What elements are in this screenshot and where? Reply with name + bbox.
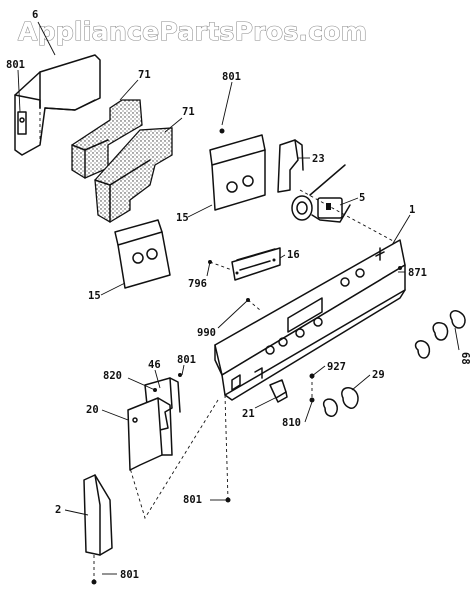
- callout-801-mid: 801: [177, 354, 196, 366]
- callout-71-lower: 71: [182, 106, 195, 118]
- callout-801-bottom: 801: [120, 569, 139, 581]
- callout-6: 6: [32, 9, 38, 21]
- watermark-text: AppliancePartsPros.com: [18, 17, 367, 46]
- callout-801-lower: 801: [183, 494, 202, 506]
- part-71-insulation-upper: [71, 99, 143, 179]
- callout-990: 990: [197, 327, 216, 339]
- alignment-lines: [39, 75, 396, 582]
- callout-1: 1: [409, 204, 415, 216]
- callout-2: 2: [55, 504, 61, 516]
- part-1-control-panel: [214, 239, 406, 401]
- part-16-control-board: [231, 247, 281, 281]
- callout-796: 796: [188, 278, 207, 290]
- callout-820: 820: [103, 370, 122, 382]
- callout-29: 29: [372, 369, 385, 381]
- part-15-bracket-upper: [209, 128, 266, 211]
- part-68-knobs: [414, 310, 466, 359]
- callout-5: 5: [359, 192, 365, 204]
- part-15-bracket-lower: [114, 219, 171, 289]
- callout-68: 68: [459, 352, 471, 365]
- callout-16: 16: [287, 249, 300, 261]
- callout-23: 23: [312, 153, 325, 165]
- part-71-insulation-lower: [94, 127, 173, 223]
- callout-801-upper: 801: [222, 71, 241, 83]
- callout-15-lower: 15: [88, 290, 101, 302]
- part-21-knob: [269, 379, 288, 403]
- part-20-end-bracket: [127, 397, 173, 471]
- leader-lines: [17, 21, 460, 575]
- callout-801-top-left: 801: [6, 59, 25, 71]
- part-2-side-trim: [83, 474, 113, 556]
- callout-15-upper: 15: [176, 212, 189, 224]
- callout-810: 810: [282, 417, 301, 429]
- callout-871: 871: [408, 267, 427, 279]
- callout-21: 21: [242, 408, 255, 420]
- callout-927: 927: [327, 361, 346, 373]
- part-6-cover-bracket: [14, 54, 101, 156]
- part-29-knob: [323, 387, 359, 417]
- callout-46: 46: [148, 359, 161, 371]
- part-5-switch-assembly: [291, 164, 351, 223]
- callout-labels: 6 801 71 71 801 23 15 5 1 16 15 871 796 …: [6, 9, 471, 581]
- callout-20: 20: [86, 404, 99, 416]
- part-23-clip-bracket: [277, 139, 304, 193]
- callout-71-upper: 71: [138, 69, 151, 81]
